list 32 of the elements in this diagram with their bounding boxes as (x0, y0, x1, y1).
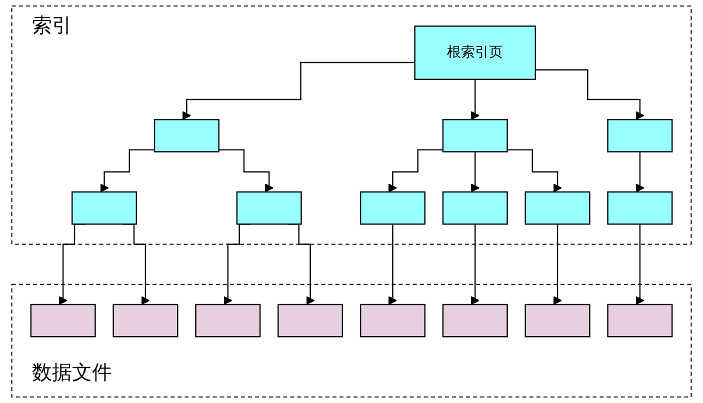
arrow (100, 149, 155, 192)
node-box (154, 119, 220, 152)
node-box (607, 304, 673, 338)
arrow (636, 224, 644, 305)
node-box (112, 304, 178, 338)
arrow (470, 78, 480, 120)
node-box (442, 304, 508, 338)
arrow (470, 224, 480, 305)
node-box (30, 304, 96, 338)
node-box (524, 304, 590, 338)
node-box (360, 191, 426, 225)
node-box (360, 304, 426, 338)
arrow (388, 149, 443, 192)
node-box (524, 191, 590, 225)
arrow (507, 149, 562, 192)
node-box (607, 191, 673, 225)
arrow (470, 151, 480, 192)
node-box (278, 304, 344, 338)
node-box (195, 304, 261, 338)
arrow (388, 224, 398, 305)
cluster: 数据文件 (11, 284, 692, 398)
arrow (553, 224, 562, 305)
node-box (442, 119, 508, 152)
node-box (72, 191, 138, 225)
node-box (236, 191, 302, 225)
node-box (442, 191, 508, 225)
arrow (636, 151, 644, 192)
arrow (182, 62, 415, 120)
node-box (607, 119, 673, 152)
arrow (535, 69, 644, 120)
arrow (218, 149, 274, 192)
node-box: 根索引页 (414, 26, 536, 80)
